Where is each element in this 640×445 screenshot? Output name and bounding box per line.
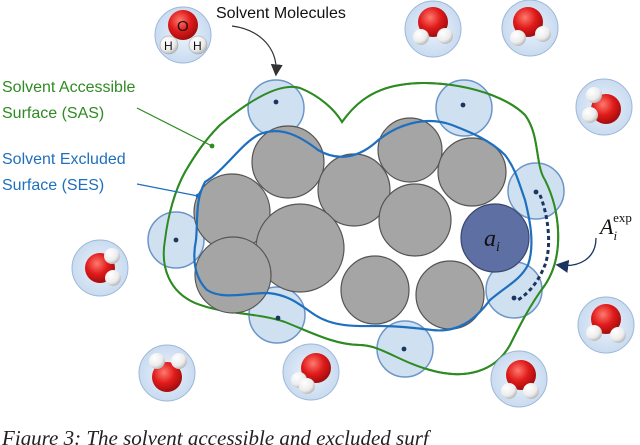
area-label: Aiexp xyxy=(598,210,632,243)
exposed-area-arc xyxy=(517,194,551,302)
solvent-arrow xyxy=(231,25,283,77)
ses-pointer xyxy=(136,183,199,197)
molecule-atoms xyxy=(193,117,507,330)
sas-label-line2: Surface (SAS) xyxy=(2,105,104,122)
solvent-molecules-label: Solvent Molecules xyxy=(216,5,346,22)
water-molecule-labeled: O H H xyxy=(154,6,212,64)
sas-curve-overlay xyxy=(162,82,560,376)
area-arrow xyxy=(555,237,597,273)
caption: Figure 3: The solvent accessible and exc… xyxy=(1,426,432,445)
sas-pointer xyxy=(136,107,213,147)
sas-label-line1: Solvent Accessible xyxy=(2,79,136,96)
atom-label: ai xyxy=(484,226,500,255)
ses-label-line2: Surface (SES) xyxy=(2,177,104,194)
water-molecules xyxy=(71,0,635,408)
ses-label-line1: Solvent Excluded xyxy=(2,151,126,168)
contact-points xyxy=(173,99,539,352)
svg-text:H: H xyxy=(193,39,202,53)
svg-text:O: O xyxy=(177,18,189,35)
svg-text:H: H xyxy=(164,39,173,53)
atom-a-i xyxy=(460,203,530,273)
ses-curve xyxy=(193,119,533,332)
